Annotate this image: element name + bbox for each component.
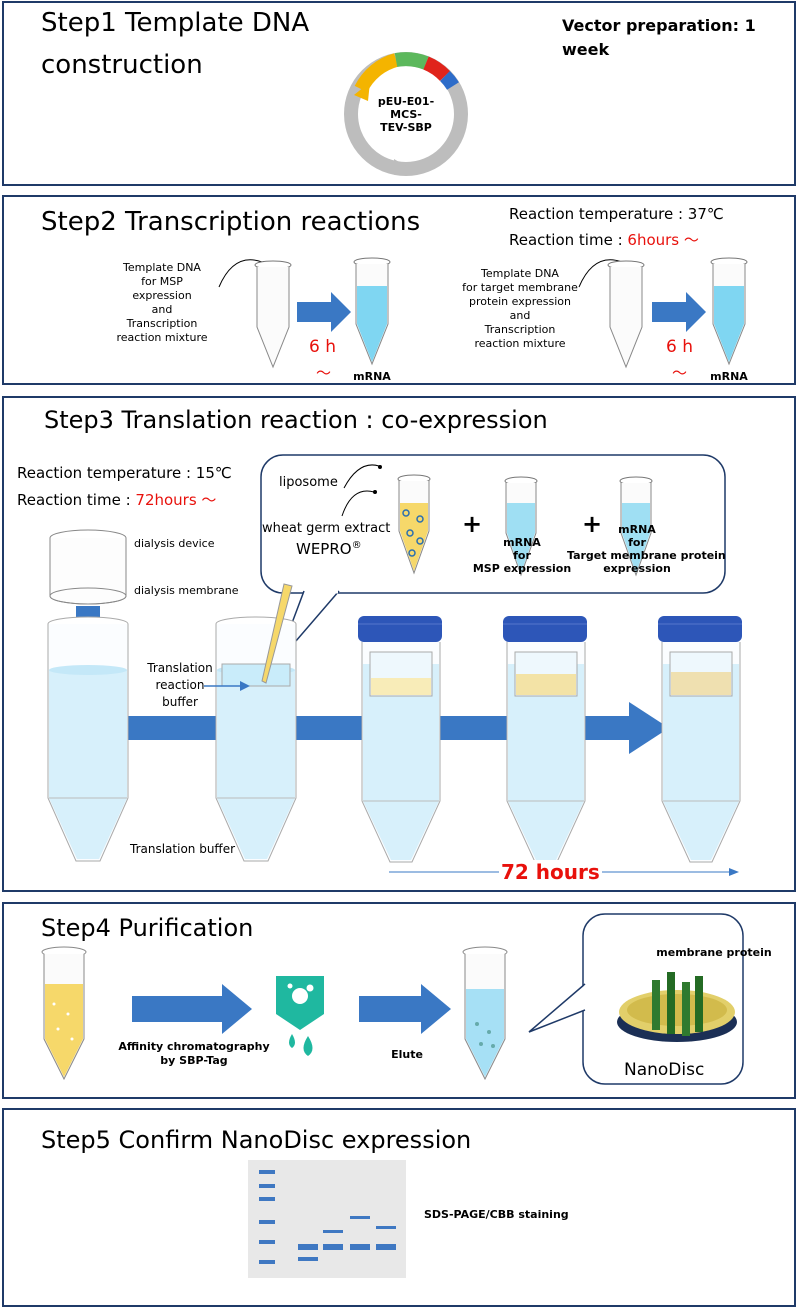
wepro-text: WEPRO <box>296 540 352 558</box>
mrna-msp-3: MSP expression <box>472 562 572 575</box>
vector-prep-line1: Vector preparation: 1 <box>562 16 756 35</box>
purify-arrow-2 <box>359 984 451 1034</box>
wheat-germ-label: wheat germ extract <box>262 521 391 536</box>
step2-right-template: Template DNA for target membrane protein… <box>456 267 584 351</box>
left-template-line: Template DNA <box>123 261 201 274</box>
step2-title: Step2 Transcription reactions <box>41 207 421 237</box>
translation-buffer-label: Translation buffer <box>130 842 236 856</box>
plasmid-label-3: TEV-SBP <box>380 121 432 134</box>
step2-panel: Step2 Transcription reactions Reaction t… <box>2 195 796 385</box>
wepro-reg: ® <box>351 540 362 551</box>
step2-arrow-left <box>297 292 351 332</box>
plasmid-label-1: pEU-E01- <box>377 95 435 108</box>
step2-mrna-left: mRNA <box>353 370 391 383</box>
step4-title: Step4 Purification <box>41 914 254 942</box>
liposome-pointers <box>341 464 382 517</box>
step2-arrow-right <box>652 292 706 332</box>
elute-label: Elute <box>391 1048 423 1061</box>
right-template-line: protein expression <box>469 295 571 308</box>
buffer-tube <box>47 616 129 862</box>
plus-2: + <box>582 510 603 538</box>
mrna-target-2: for <box>628 536 646 549</box>
right-template-line: and <box>509 309 531 322</box>
affinity-2: by SBP-Tag <box>160 1054 228 1067</box>
left-template-line: Transcription <box>126 317 198 330</box>
step1-panel: Step1 Template DNA construction Vector p… <box>2 1 796 186</box>
step3-panel: Step3 Translation reaction : co-expressi… <box>2 396 796 892</box>
step2-left-template: Template DNA for MSP expression and Tran… <box>102 261 222 345</box>
step2-time: Reaction time : 6hours ～ <box>509 229 699 250</box>
chromatography-icon <box>276 976 324 1056</box>
mrna-target-3: Target membrane protein <box>567 549 726 562</box>
sds-gel-icon <box>248 1160 406 1278</box>
step2-mrna-tube-left <box>353 257 391 366</box>
step3-title: Step3 Translation reaction : co-expressi… <box>44 406 548 434</box>
step5-title: Step5 Confirm NanoDisc expression <box>41 1126 472 1154</box>
step2-mrna-tube-right <box>710 257 748 366</box>
mrna-msp-2: for <box>513 549 531 562</box>
capped-tube-2 <box>503 616 587 863</box>
right-template-line: reaction mixture <box>474 337 566 350</box>
plus-1: + <box>462 510 483 538</box>
mrna-target-1: mRNA <box>618 523 656 536</box>
step2-time-value: 6hours ～ <box>627 231 699 249</box>
left-template-line: and <box>151 303 173 316</box>
step3-time: Reaction time : 72hours ～ <box>17 489 216 510</box>
mrna-target-4: expression <box>603 562 671 575</box>
lysate-tube <box>41 946 87 1081</box>
step2-tilde-left: ～ <box>316 364 332 382</box>
step2-empty-tube-right <box>607 260 645 369</box>
mrna-msp-tube <box>504 476 538 577</box>
step4-panel: Step4 Purification Affinity chromatograp… <box>2 902 796 1099</box>
hours-72-label: 72 hours <box>499 860 602 884</box>
wheat-germ-tube <box>397 474 431 575</box>
step2-tilde-right: ～ <box>672 364 688 382</box>
liposome-label: liposome <box>279 475 338 490</box>
dialysis-membrane-label: dialysis membrane <box>134 584 239 597</box>
trb-line2: reaction <box>155 678 205 692</box>
step2-mrna-right: mRNA <box>710 370 748 383</box>
mrna-msp-1: mRNA <box>503 536 541 549</box>
step3-time-value: 72hours ～ <box>135 491 217 509</box>
plasmid-icon <box>344 52 468 176</box>
trb-line3: buffer <box>162 695 198 709</box>
eluate-tube <box>462 946 508 1081</box>
nanodisc-label: NanoDisc <box>624 1060 705 1080</box>
sds-label: SDS-PAGE/CBB staining <box>424 1208 569 1221</box>
trb-line1: Translation <box>147 661 213 675</box>
mrna-target-tube <box>619 476 653 577</box>
step1-title-line2: construction <box>41 50 203 80</box>
trb-pointer <box>204 681 250 691</box>
left-template-line: for MSP <box>141 275 183 288</box>
step2-duration-right: 6 h <box>666 337 693 357</box>
membrane-protein-label: membrane protein <box>656 946 772 959</box>
capped-tube-3 <box>658 616 742 863</box>
dialysis-device-label: dialysis device <box>134 537 215 550</box>
reaction-tube <box>215 583 297 862</box>
right-template-line: Template DNA <box>481 267 559 280</box>
step3-time-label: Reaction time : <box>17 491 136 509</box>
step2-time-label: Reaction time : <box>509 231 628 249</box>
wepro-label: WEPRO® <box>296 540 362 558</box>
left-template-line: expression <box>132 289 192 302</box>
capped-tube-1 <box>358 616 442 863</box>
vector-prep-line2: week <box>562 40 610 59</box>
left-template-line: reaction mixture <box>116 331 208 344</box>
step2-duration-left: 6 h <box>309 337 336 357</box>
step3-temp: Reaction temperature : 15℃ <box>17 464 232 482</box>
step5-panel: Step5 Confirm NanoDisc expression SDS-PA… <box>2 1108 796 1307</box>
translation-reaction-buffer: Translation reaction buffer <box>132 660 228 711</box>
step2-temp: Reaction temperature : 37℃ <box>509 205 724 223</box>
nanodisc-icon <box>617 972 737 1042</box>
plasmid-label-2: MCS- <box>390 108 422 121</box>
affinity-1: Affinity chromatography <box>118 1040 270 1053</box>
step2-empty-tube-left <box>254 260 292 369</box>
right-template-line: Transcription <box>484 323 556 336</box>
dialysis-device <box>49 529 127 605</box>
purify-arrow-1 <box>132 984 252 1034</box>
right-template-line: for target membrane <box>462 281 578 294</box>
step1-title-line1: Step1 Template DNA <box>41 8 310 38</box>
